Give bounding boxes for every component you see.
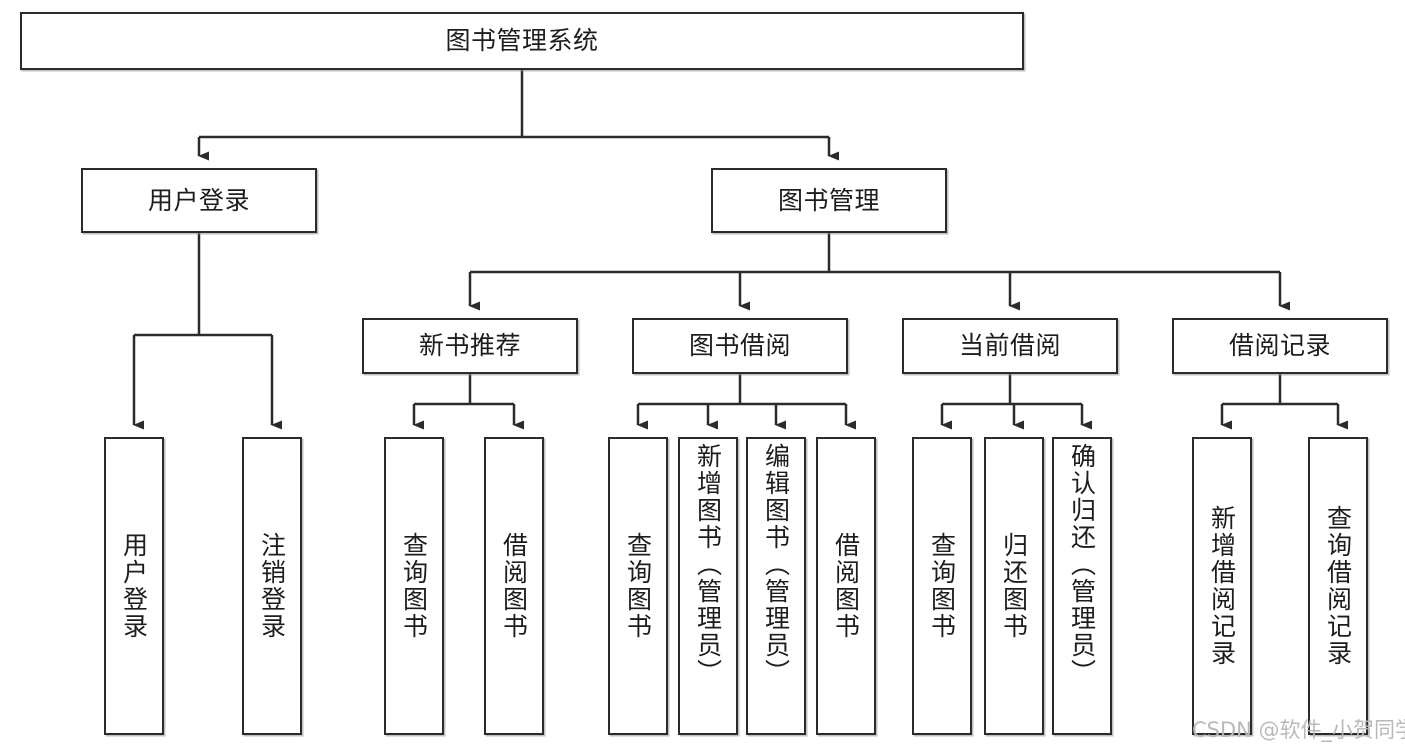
node-label: 当前借阅 (958, 331, 1061, 361)
node-leaf-current-return-book[interactable]: 归还图书 (984, 437, 1044, 735)
node-label: 查询图书 (623, 532, 653, 640)
node-leaf-borrow-edit-book-admin[interactable]: 编辑图书（管理员） (746, 437, 806, 735)
node-label: 新增图书（管理员） (693, 443, 723, 686)
node-leaf-recommend-borrow-book[interactable]: 借阅图书 (484, 437, 544, 735)
node-label: 图书借阅 (688, 331, 791, 361)
node-label: 查询图书 (927, 532, 957, 640)
node-leaf-user-login[interactable]: 用户登录 (104, 437, 164, 735)
node-new-book-recommend[interactable]: 新书推荐 (362, 318, 578, 374)
node-label: 新增借阅记录 (1207, 505, 1237, 667)
node-leaf-record-query-record[interactable]: 查询借阅记录 (1308, 437, 1368, 735)
node-leaf-current-query-book[interactable]: 查询图书 (912, 437, 972, 735)
node-label: 借阅记录 (1228, 331, 1331, 361)
node-label: 图书管理 (777, 185, 880, 215)
node-label: 用户登录 (119, 532, 149, 640)
node-label: 确认归还（管理员） (1067, 443, 1097, 686)
node-leaf-record-add-record[interactable]: 新增借阅记录 (1192, 437, 1252, 735)
node-leaf-borrow-borrow-book[interactable]: 借阅图书 (816, 437, 876, 735)
node-label: 注销登录 (257, 532, 287, 640)
node-leaf-recommend-query-book[interactable]: 查询图书 (384, 437, 444, 735)
node-label: 编辑图书（管理员） (761, 443, 791, 686)
node-book-borrow[interactable]: 图书借阅 (632, 318, 848, 374)
node-borrow-record[interactable]: 借阅记录 (1172, 318, 1388, 374)
node-label: 归还图书 (999, 532, 1029, 640)
node-user-login[interactable]: 用户登录 (81, 168, 317, 233)
node-book-manage[interactable]: 图书管理 (711, 168, 947, 233)
node-leaf-borrow-query-book[interactable]: 查询图书 (608, 437, 668, 735)
node-label: 用户登录 (147, 185, 250, 215)
node-leaf-user-logout[interactable]: 注销登录 (242, 437, 302, 735)
node-label: 查询借阅记录 (1323, 505, 1353, 667)
node-label: 借阅图书 (831, 532, 861, 640)
csdn-watermark: CSDN @软件_小贺同学 (1192, 718, 1405, 742)
node-label: 借阅图书 (499, 532, 529, 640)
node-leaf-borrow-add-book-admin[interactable]: 新增图书（管理员） (678, 437, 738, 735)
node-label: 新书推荐 (418, 331, 521, 361)
node-leaf-current-confirm-return-admin[interactable]: 确认归还（管理员） (1052, 437, 1112, 735)
node-root-system[interactable]: 图书管理系统 (20, 12, 1024, 70)
node-label: 图书管理系统 (445, 26, 599, 56)
node-label: 查询图书 (399, 532, 429, 640)
node-current-borrow[interactable]: 当前借阅 (902, 318, 1118, 374)
